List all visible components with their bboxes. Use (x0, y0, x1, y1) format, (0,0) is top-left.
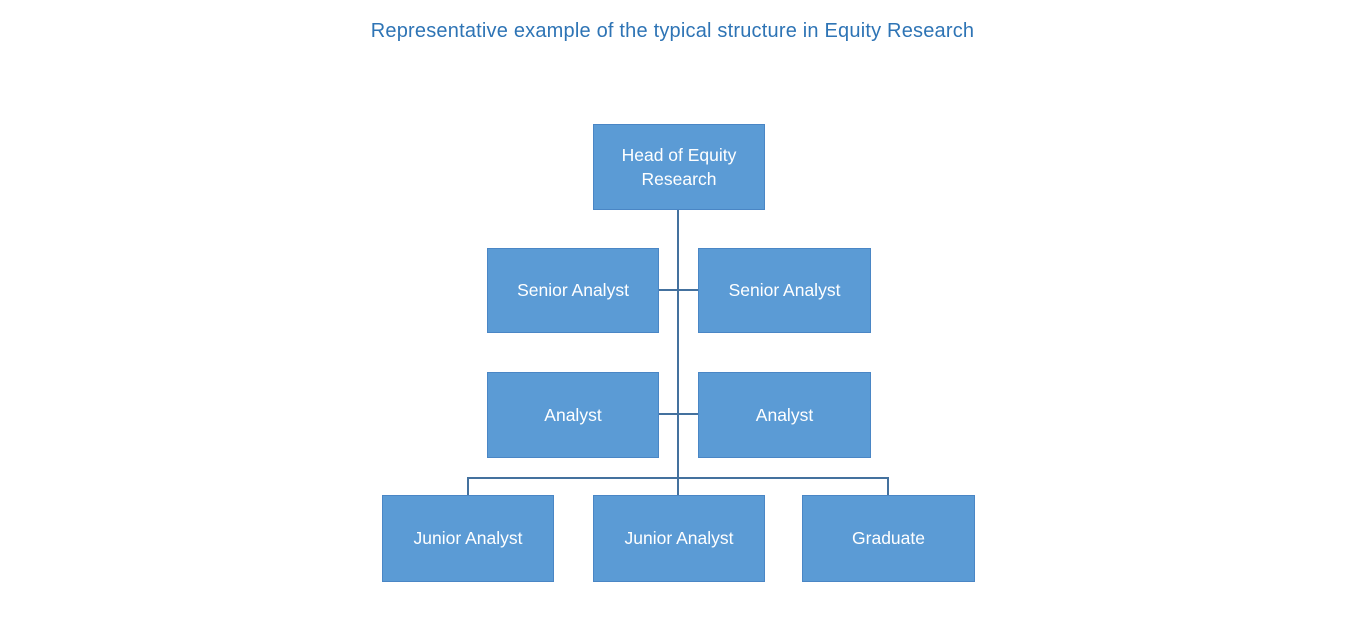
node-head-of-equity-research: Head of Equity Research (593, 124, 765, 210)
connector-bottom-row-horizontal (467, 477, 889, 479)
node-analyst-left: Analyst (487, 372, 659, 458)
node-label: Senior Analyst (517, 280, 629, 301)
connector-drop-left (467, 477, 469, 495)
node-label: Analyst (544, 404, 602, 425)
node-label: Head of Equity Research (621, 144, 737, 190)
connector-drop-right (887, 477, 889, 495)
node-label: Junior Analyst (413, 528, 523, 549)
node-label: Analyst (755, 404, 814, 425)
node-graduate: Graduate (802, 495, 975, 582)
connector-analyst-row-horizontal (659, 413, 698, 415)
node-senior-analyst-right: Senior Analyst (698, 248, 871, 333)
node-senior-analyst-left: Senior Analyst (487, 248, 659, 333)
node-label: Senior Analyst (728, 280, 841, 301)
node-label: Junior Analyst (624, 528, 734, 549)
node-analyst-right: Analyst (698, 372, 871, 458)
connector-trunk-vertical (677, 210, 679, 495)
node-junior-analyst-left: Junior Analyst (382, 495, 554, 582)
node-label: Graduate (852, 528, 925, 549)
chart-title: Representative example of the typical st… (370, 20, 975, 42)
connector-senior-row-horizontal (659, 289, 698, 291)
node-junior-analyst-middle: Junior Analyst (593, 495, 765, 582)
